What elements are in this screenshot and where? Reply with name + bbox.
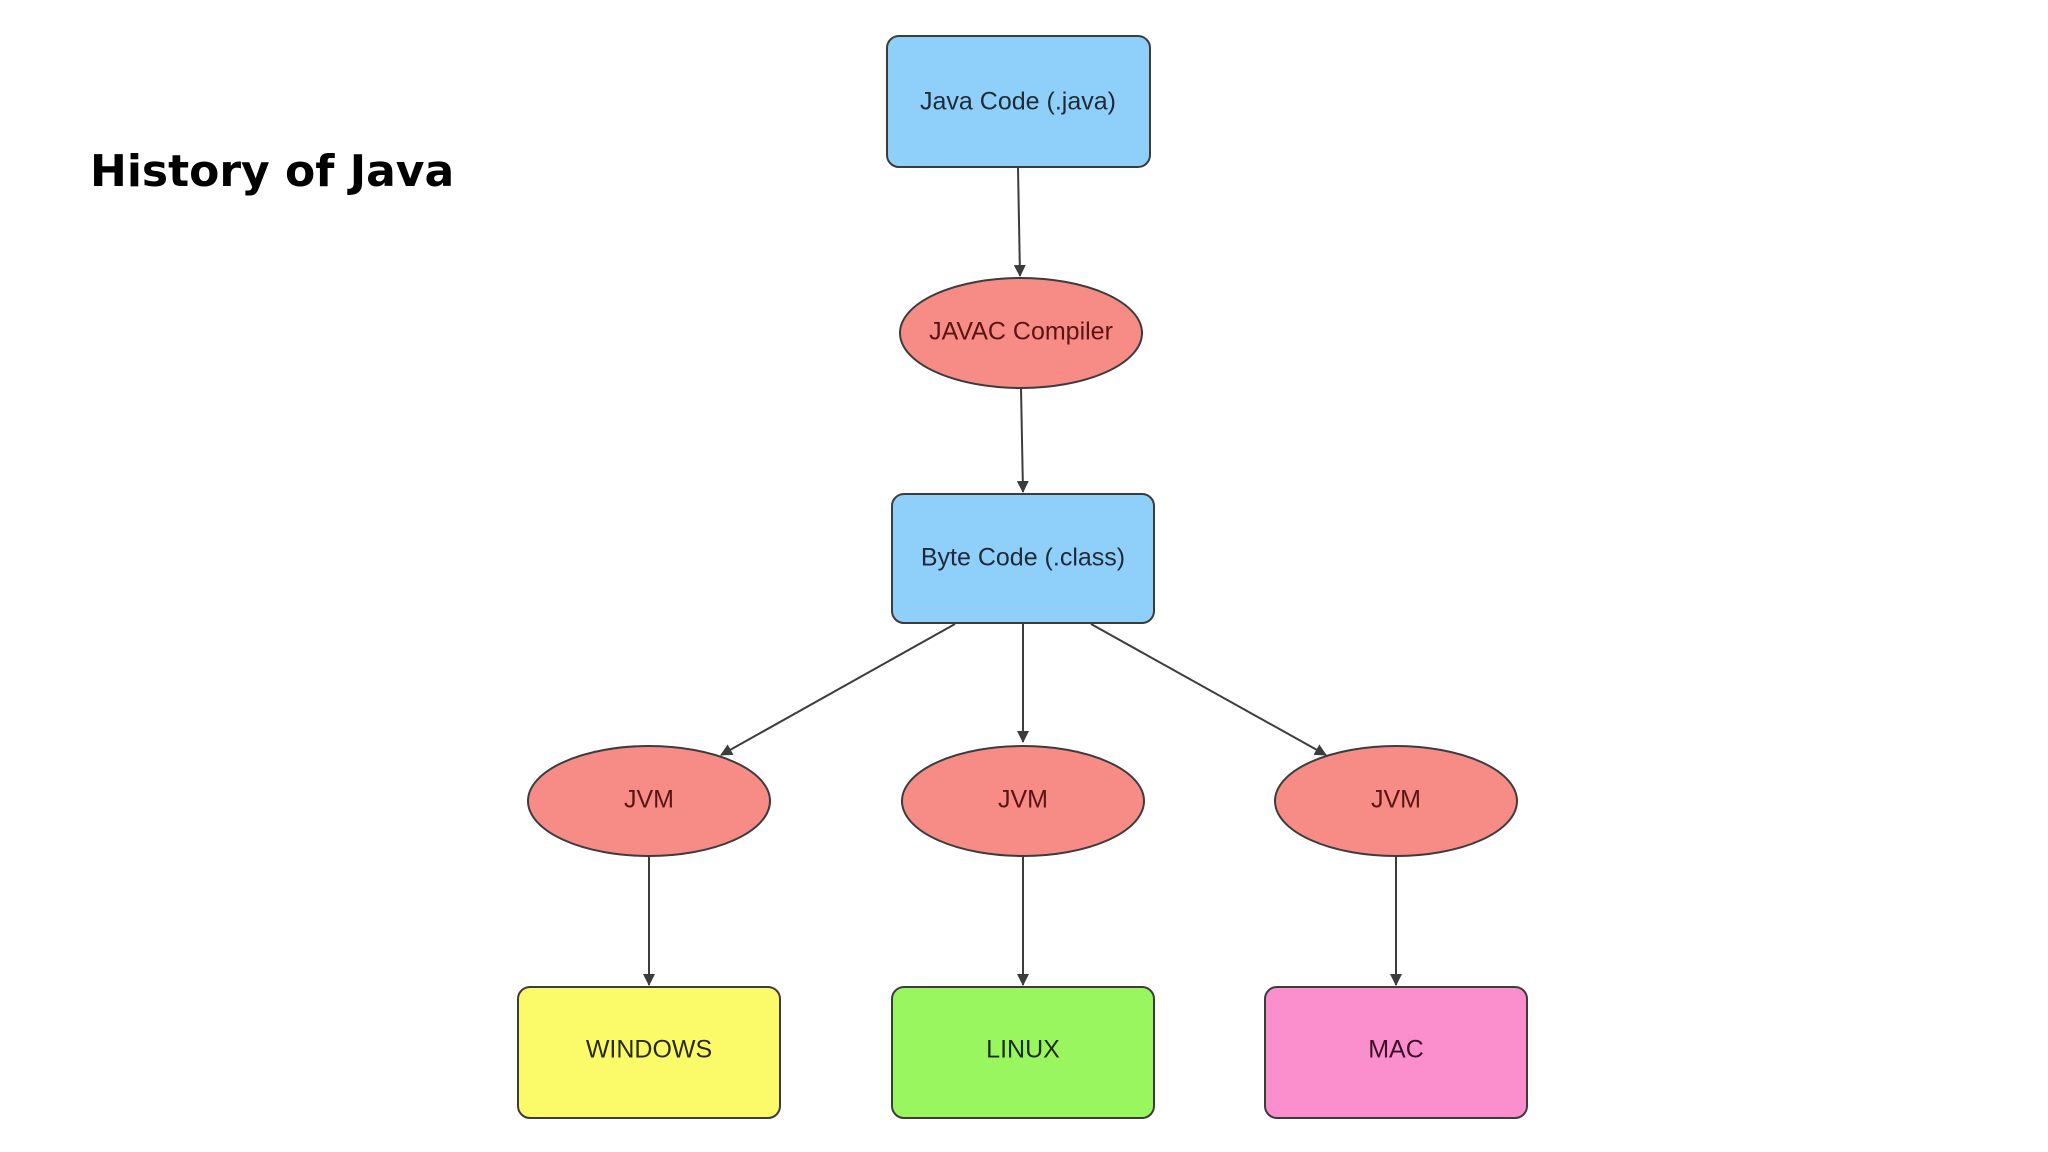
- node-jvm-linux-ellipse: [901, 745, 1145, 857]
- node-linux: LINUX: [891, 986, 1155, 1119]
- node-javac-compiler-ellipse: [899, 277, 1143, 389]
- slide-title: History of Java: [90, 146, 455, 197]
- node-jvm-windows: JVM: [527, 745, 771, 857]
- edge-bytecode-to-jvm-mac: [1090, 623, 1327, 756]
- node-jvm-windows-ellipse: [527, 745, 771, 857]
- node-jvm-mac-label: JVM: [1371, 786, 1421, 814]
- node-linux-label: LINUX: [986, 1036, 1060, 1064]
- node-byte-code: Byte Code (.class): [891, 493, 1155, 624]
- node-jvm-linux: JVM: [901, 745, 1145, 857]
- node-java-code-box: [886, 35, 1151, 168]
- node-windows-label: WINDOWS: [586, 1036, 712, 1064]
- node-windows-box: [517, 986, 781, 1119]
- edge-source-to-compiler: [1013, 167, 1026, 277]
- diagram-edges: [643, 167, 1402, 986]
- node-jvm-mac: JVM: [1274, 745, 1518, 857]
- node-java-code: Java Code (.java): [886, 35, 1151, 168]
- node-mac: MAC: [1264, 986, 1528, 1119]
- node-javac-compiler-label: JAVAC Compiler: [929, 318, 1113, 346]
- node-byte-code-label: Byte Code (.class): [921, 544, 1125, 572]
- node-windows: WINDOWS: [517, 986, 781, 1119]
- node-javac-compiler: JAVAC Compiler: [899, 277, 1143, 389]
- node-jvm-linux-label: JVM: [998, 786, 1048, 814]
- node-jvm-windows-label: JVM: [624, 786, 674, 814]
- node-mac-box: [1264, 986, 1528, 1119]
- edge-compiler-to-bytecode: [1016, 387, 1029, 493]
- node-java-code-label: Java Code (.java): [920, 88, 1116, 116]
- node-linux-box: [891, 986, 1155, 1119]
- node-mac-label: MAC: [1368, 1036, 1424, 1064]
- edge-bytecode-to-jvm-windows: [720, 623, 956, 756]
- node-jvm-mac-ellipse: [1274, 745, 1518, 857]
- node-byte-code-box: [891, 493, 1155, 624]
